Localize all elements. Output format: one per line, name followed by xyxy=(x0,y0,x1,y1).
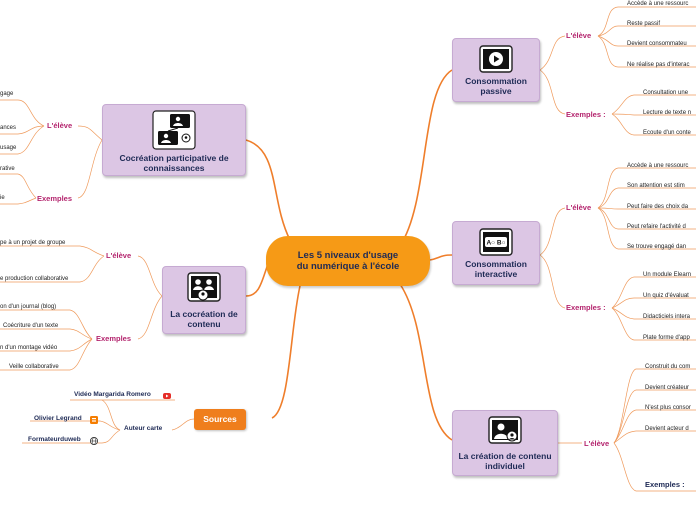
topic-cocreation-participative[interactable]: Cocréation participative de connaissance… xyxy=(102,104,246,176)
list-item[interactable]: Un quiz d'évaluat xyxy=(643,293,689,299)
group-screen-icon xyxy=(187,272,221,302)
list-item[interactable]: Construit du com xyxy=(645,364,691,370)
branch-sources xyxy=(271,285,301,419)
sources-label: Sources xyxy=(203,414,237,424)
topic-title: Cocréation participative de connaissance… xyxy=(119,153,229,173)
list-item[interactable]: Accède à une ressourc xyxy=(627,1,689,7)
topic-title: Consommation interactive xyxy=(465,259,527,279)
branch-consommation-passive xyxy=(399,69,453,247)
list-item[interactable]: rative xyxy=(0,166,15,172)
sources-node[interactable]: Sources xyxy=(194,409,246,430)
list-item[interactable]: N'est plus consor xyxy=(645,405,691,411)
topic-title: La cocréation de contenu xyxy=(170,309,238,329)
list-item[interactable]: Son attention est stim xyxy=(627,183,685,189)
list-item[interactable]: on d'un journal (blog) xyxy=(0,304,57,310)
list-item[interactable]: gage xyxy=(0,91,14,97)
list-item[interactable]: usage xyxy=(0,145,17,151)
list-item[interactable]: Peut refaire l'activité d xyxy=(627,224,686,230)
play-screen-icon xyxy=(479,45,513,73)
branch-consommation-interactive xyxy=(429,254,453,261)
list-item[interactable]: Lecture de texte n xyxy=(643,110,692,116)
topic-title: Consommation passive xyxy=(465,76,527,96)
source-item[interactable]: Formateurduweb xyxy=(28,436,81,443)
list-item[interactable]: e production collaborative xyxy=(0,276,69,282)
branch-cocreation-participative xyxy=(245,139,291,241)
topic-consommation-interactive[interactable]: A○ B○ Consommation interactive xyxy=(452,221,540,285)
topic-consommation-passive[interactable]: Consommation passive xyxy=(452,38,540,102)
list-item[interactable]: Peut faire des choix da xyxy=(627,204,689,210)
eleve-label[interactable]: L'élève xyxy=(584,439,610,448)
list-item[interactable]: Ne réalise pas d'interac xyxy=(627,62,690,68)
eleve-label[interactable]: L'élève xyxy=(106,251,132,260)
list-item[interactable]: Devient consommateu xyxy=(627,41,687,47)
list-item[interactable]: Plate forme d'app xyxy=(643,335,690,341)
source-item[interactable]: Vidéo Margarida Romero xyxy=(74,391,151,398)
list-item[interactable]: n d'un montage vidéo xyxy=(0,345,58,351)
list-item[interactable]: ie xyxy=(0,195,5,201)
topic-cocreation-contenu[interactable]: La cocréation de contenu xyxy=(162,266,246,334)
topic-title: La création de contenu individuel xyxy=(458,451,552,471)
exemples-label[interactable]: Exemples : xyxy=(645,480,685,489)
exemples-label[interactable]: Exemples : xyxy=(566,303,606,312)
list-item[interactable]: Un module Elearn xyxy=(643,272,692,278)
person-screen-icon xyxy=(488,416,522,444)
branch-cocreation-contenu xyxy=(245,263,269,297)
eleve-label[interactable]: L'élève xyxy=(47,121,73,130)
list-item[interactable]: Didacticiels intera xyxy=(643,314,691,320)
list-item[interactable]: ances xyxy=(0,125,17,131)
network-screens-icon xyxy=(152,110,196,150)
list-item[interactable]: pe à un projet de groupe xyxy=(0,240,66,246)
blogger-icon xyxy=(90,416,98,424)
exemples-label[interactable]: Exemples xyxy=(96,334,132,343)
branch-creation-individuel xyxy=(399,283,453,441)
list-item[interactable]: Devient créateur xyxy=(645,385,690,391)
source-item[interactable]: Olivier Legrand xyxy=(34,415,82,422)
list-item[interactable]: Consultation une xyxy=(643,90,689,96)
central-title: Les 5 niveaux d'usage du numérique à l'é… xyxy=(296,250,400,272)
list-item[interactable]: Se trouve engagé dan xyxy=(627,244,687,250)
svg-text:A○ B○: A○ B○ xyxy=(486,240,505,247)
youtube-icon xyxy=(163,393,171,399)
list-item[interactable]: Ecoute d'un conte xyxy=(643,130,691,136)
globe-icon xyxy=(90,437,98,445)
eleve-label[interactable]: L'élève xyxy=(566,31,592,40)
list-item[interactable]: Coécriture d'un texte xyxy=(3,323,59,329)
auteur-carte-label[interactable]: Auteur carte xyxy=(124,425,163,432)
list-item[interactable]: Devient acteur d xyxy=(645,426,689,432)
list-item[interactable]: Veille collaborative xyxy=(9,364,59,370)
central-topic[interactable]: Les 5 niveaux d'usage du numérique à l'é… xyxy=(266,236,430,286)
list-item[interactable]: Reste passif xyxy=(627,21,661,27)
exemples-label[interactable]: Exemples : xyxy=(566,110,606,119)
list-item[interactable]: Accède à une ressourc xyxy=(627,163,689,169)
exemples-label[interactable]: Exemples xyxy=(37,194,73,203)
eleve-label[interactable]: L'élève xyxy=(566,203,592,212)
abc-screen-icon: A○ B○ xyxy=(479,228,513,256)
topic-creation-individuel[interactable]: La création de contenu individuel xyxy=(452,410,558,476)
